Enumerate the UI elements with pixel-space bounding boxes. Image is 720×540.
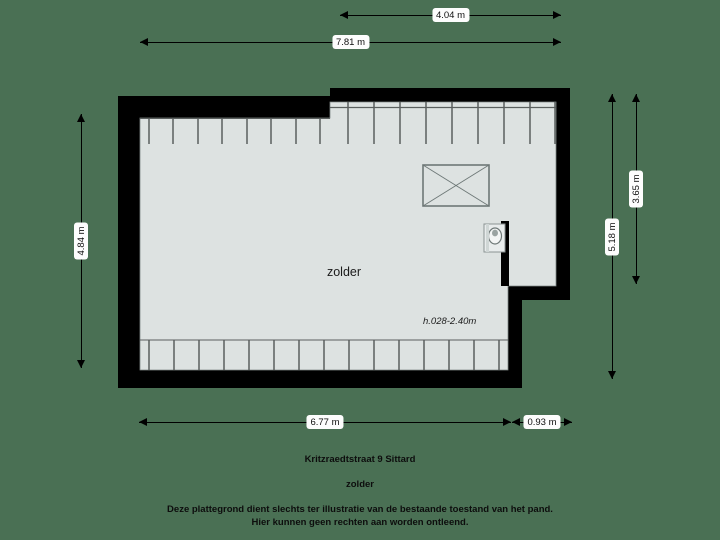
dimension-label: 6.77 m: [306, 415, 344, 429]
arrow-left-icon: [340, 11, 348, 19]
arrow-right-icon: [553, 11, 561, 19]
arrow-up-icon: [632, 94, 640, 102]
arrow-right-icon: [553, 38, 561, 46]
dimension-label: 4.04 m: [431, 8, 470, 22]
arrow-down-icon: [608, 371, 616, 379]
room-caption: zolder: [346, 479, 374, 490]
arrow-right-icon: [564, 418, 572, 426]
rafter-ticks-bottom: [148, 340, 500, 370]
arrow-left-icon: [140, 38, 148, 46]
floor-outline: [139, 101, 557, 371]
arrow-left-icon: [139, 418, 147, 426]
dimension-bottom-side: 0.93 m: [512, 414, 572, 430]
arrow-right-icon: [503, 418, 511, 426]
room-label: zolder: [326, 265, 362, 279]
interior-partition-wall: [501, 221, 509, 286]
disclaimer-line-1: Deze plattegrond dient slechts ter illus…: [167, 504, 553, 515]
dimension-top-outer: 7.81 m: [140, 34, 561, 50]
arrow-up-icon: [77, 114, 85, 122]
dimension-label: 0.93 m: [523, 415, 561, 429]
dimension-label: 7.81 m: [331, 35, 370, 49]
dimension-left: 4.84 m: [73, 114, 89, 368]
rafter-ticks-top-left: [148, 118, 321, 144]
toilet-icon: [483, 223, 506, 253]
disclaimer-block: Deze plattegrond dient slechts ter illus…: [0, 504, 720, 529]
arrow-up-icon: [608, 94, 616, 102]
arrow-down-icon: [77, 360, 85, 368]
dimension-right-inner: 3.65 m: [628, 94, 644, 284]
dimension-right-outer: 5.18 m: [604, 94, 620, 379]
arrow-left-icon: [512, 418, 520, 426]
dimension-label: 3.65 m: [629, 170, 643, 208]
floor-plan-drawing: zolder h.028-2.40m: [118, 88, 570, 388]
ceiling-height-note: h.028-2.40m: [423, 316, 477, 327]
dimension-label: 5.18 m: [605, 217, 619, 256]
plan-svg: [118, 88, 570, 388]
arrow-down-icon: [632, 276, 640, 284]
dimension-top-inner: 4.04 m: [340, 7, 561, 23]
crossed-rectangle-icon: [422, 164, 490, 207]
address-caption: Kritzraedtstraat 9 Sittard: [304, 454, 416, 465]
dimension-bottom-main: 6.77 m: [139, 414, 511, 430]
rafter-ticks-top-right: [347, 102, 556, 144]
disclaimer-line-2: Hier kunnen geen rechten aan worden ontl…: [251, 516, 469, 528]
dimension-label: 4.84 m: [74, 222, 88, 260]
